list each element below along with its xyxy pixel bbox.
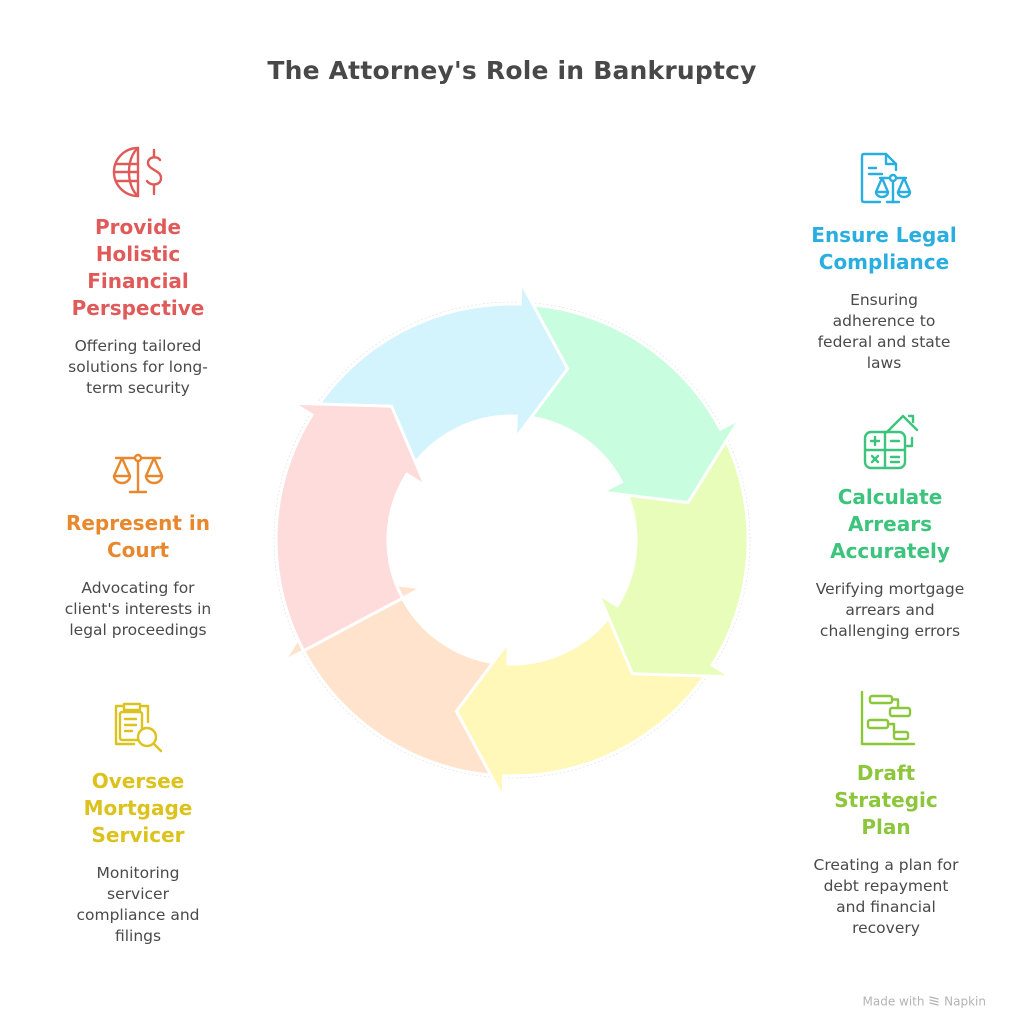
- globe-dollar-icon: [112, 146, 163, 198]
- item-arrears: Calculate Arrears Accurately Verifying m…: [792, 412, 988, 642]
- item-plan: Draft Strategic Plan Creating a plan for…: [788, 690, 984, 939]
- item-heading: Represent in Court: [65, 511, 211, 562]
- item-description: Advocating for client's interests in leg…: [64, 579, 212, 639]
- cycle-outline: [273, 301, 751, 779]
- item-heading: Calculate Arrears Accurately: [830, 485, 950, 563]
- napkin-logo-icon: [929, 996, 940, 1006]
- document-scales-icon: [860, 152, 912, 204]
- item-heading: Draft Strategic Plan: [834, 761, 938, 839]
- page-title: The Attorney's Role in Bankruptcy: [267, 56, 757, 85]
- item-description: Verifying mortgage arrears and challengi…: [815, 580, 965, 640]
- item-heading: Ensure Legal Compliance: [811, 223, 957, 274]
- item-description: Ensuring adherence to federal and state …: [817, 291, 951, 372]
- cycle-arrow-pink: [274, 401, 429, 653]
- item-heading: Oversee Mortgage Servicer: [83, 769, 193, 847]
- clipboard-search-icon: [114, 702, 163, 753]
- gantt-chart-icon: [860, 690, 916, 746]
- scales-icon: [112, 453, 164, 494]
- cycle-arrow-mint: [514, 302, 744, 505]
- item-description: Offering tailored solutions for long- te…: [68, 337, 208, 397]
- item-description: Creating a plan for debt repayment and f…: [813, 856, 959, 937]
- item-description: Monitoring servicer compliance and filin…: [76, 864, 200, 945]
- item-court: Represent in Court Advocating for client…: [40, 452, 236, 641]
- calculator-house-icon: [863, 414, 919, 470]
- item-heading: Provide Holistic Financial Perspective: [71, 215, 205, 320]
- item-compliance: Ensure Legal Compliance Ensuring adheren…: [786, 150, 982, 374]
- item-servicer: Oversee Mortgage Servicer Monitoring ser…: [40, 700, 236, 947]
- footer-watermark: Made with Napkin: [862, 994, 986, 1008]
- item-holistic: Provide Holistic Financial Perspective O…: [40, 144, 236, 399]
